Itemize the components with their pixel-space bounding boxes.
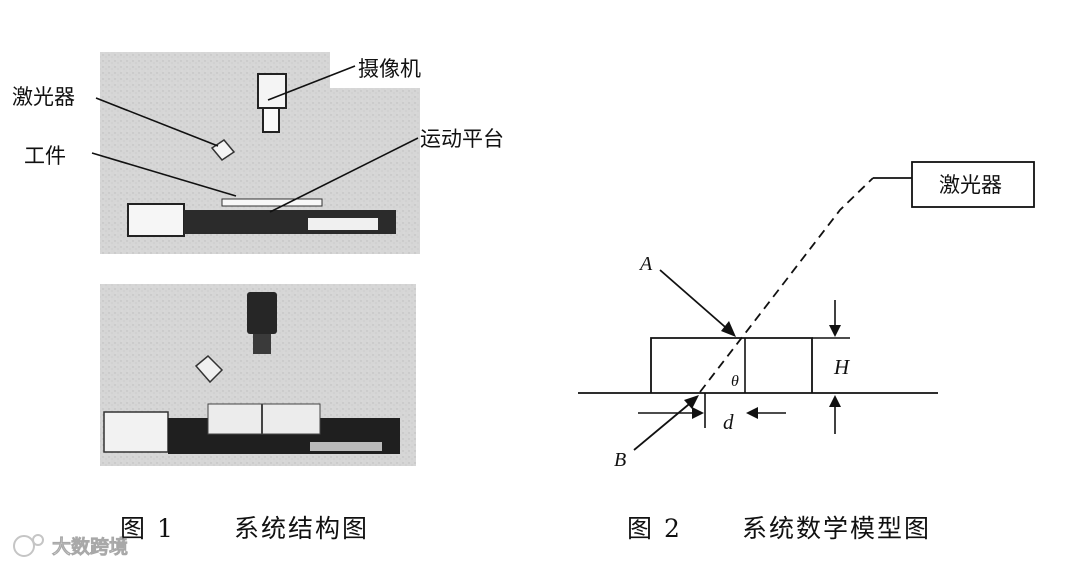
d-arrow-left-head	[692, 407, 704, 419]
point-b-label: B	[614, 449, 626, 471]
arrow-a-shaft	[660, 270, 732, 333]
figure2-caption-title: 系统数学模型图	[742, 514, 931, 543]
laser-box-label: 激光器	[939, 173, 1002, 197]
stage-label-bottom	[310, 442, 382, 451]
camera-lens-bottom	[253, 334, 271, 354]
label-laser: 激光器	[12, 85, 75, 109]
theta-symbol: θ	[731, 373, 739, 390]
arrow-b-shaft	[634, 400, 694, 450]
offset-symbol: d	[723, 410, 734, 434]
captions: 图 1 系统结构图 图 2 系统数学模型图	[120, 514, 931, 543]
watermark: 大数跨境	[14, 535, 128, 558]
label-workpiece: 工件	[24, 144, 66, 168]
figure1-caption-number: 图 1	[120, 514, 175, 543]
stage-motor-top	[128, 204, 184, 236]
height-symbol: H	[833, 355, 851, 379]
stage-carriage-bottom	[208, 404, 320, 434]
h-arrow-bottom-head	[829, 395, 841, 407]
watermark-logo-dot-icon	[33, 535, 43, 545]
figure2-diagram: 激光器 A B θ H d	[578, 162, 1034, 471]
label-camera: 摄像机	[358, 57, 421, 81]
h-arrow-top-head	[829, 325, 841, 337]
figure1-bottom-photo	[100, 284, 416, 466]
stage-motor-bottom	[104, 412, 168, 452]
camera-lens-top	[263, 108, 279, 132]
camera-body-bottom	[247, 292, 277, 334]
figure1-caption-title: 系统结构图	[234, 514, 369, 543]
point-a-label: A	[638, 253, 653, 275]
stage-label-top	[308, 218, 378, 230]
figure2-caption-number: 图 2	[627, 514, 682, 543]
figure1-top-photo	[100, 52, 420, 254]
watermark-text: 大数跨境	[52, 535, 128, 558]
camera-body-top	[258, 74, 286, 108]
arrow-a-head	[721, 321, 736, 337]
d-arrow-right-head	[746, 407, 758, 419]
watermark-logo-icon	[14, 536, 34, 556]
label-motion-stage: 运动平台	[420, 127, 504, 151]
workpiece-top	[222, 199, 322, 206]
